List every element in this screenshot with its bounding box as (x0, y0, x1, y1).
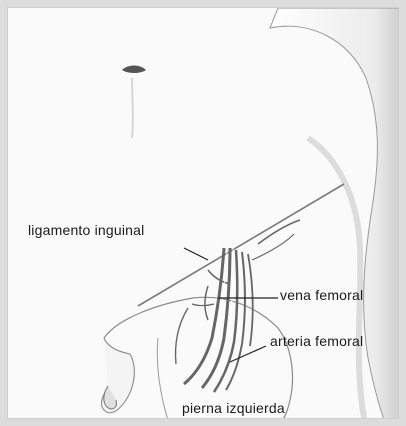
anatomy-illustration: ligamento inguinal vena femoral arteria … (7, 7, 399, 419)
label-pierna-izquierda: pierna izquierda (182, 400, 285, 416)
leader-ligamento (184, 248, 208, 260)
femoral-vessels (176, 220, 301, 392)
leader-arteria (230, 346, 266, 362)
label-vena-femoral: vena femoral (280, 287, 363, 303)
anatomy-drawing (8, 8, 399, 419)
hip-shadow (308, 138, 364, 418)
abdomen-outline (270, 8, 399, 419)
label-arteria-femoral: arteria femoral (270, 333, 363, 349)
navel (122, 66, 146, 74)
label-ligamento-inguinal: ligamento inguinal (28, 222, 144, 238)
